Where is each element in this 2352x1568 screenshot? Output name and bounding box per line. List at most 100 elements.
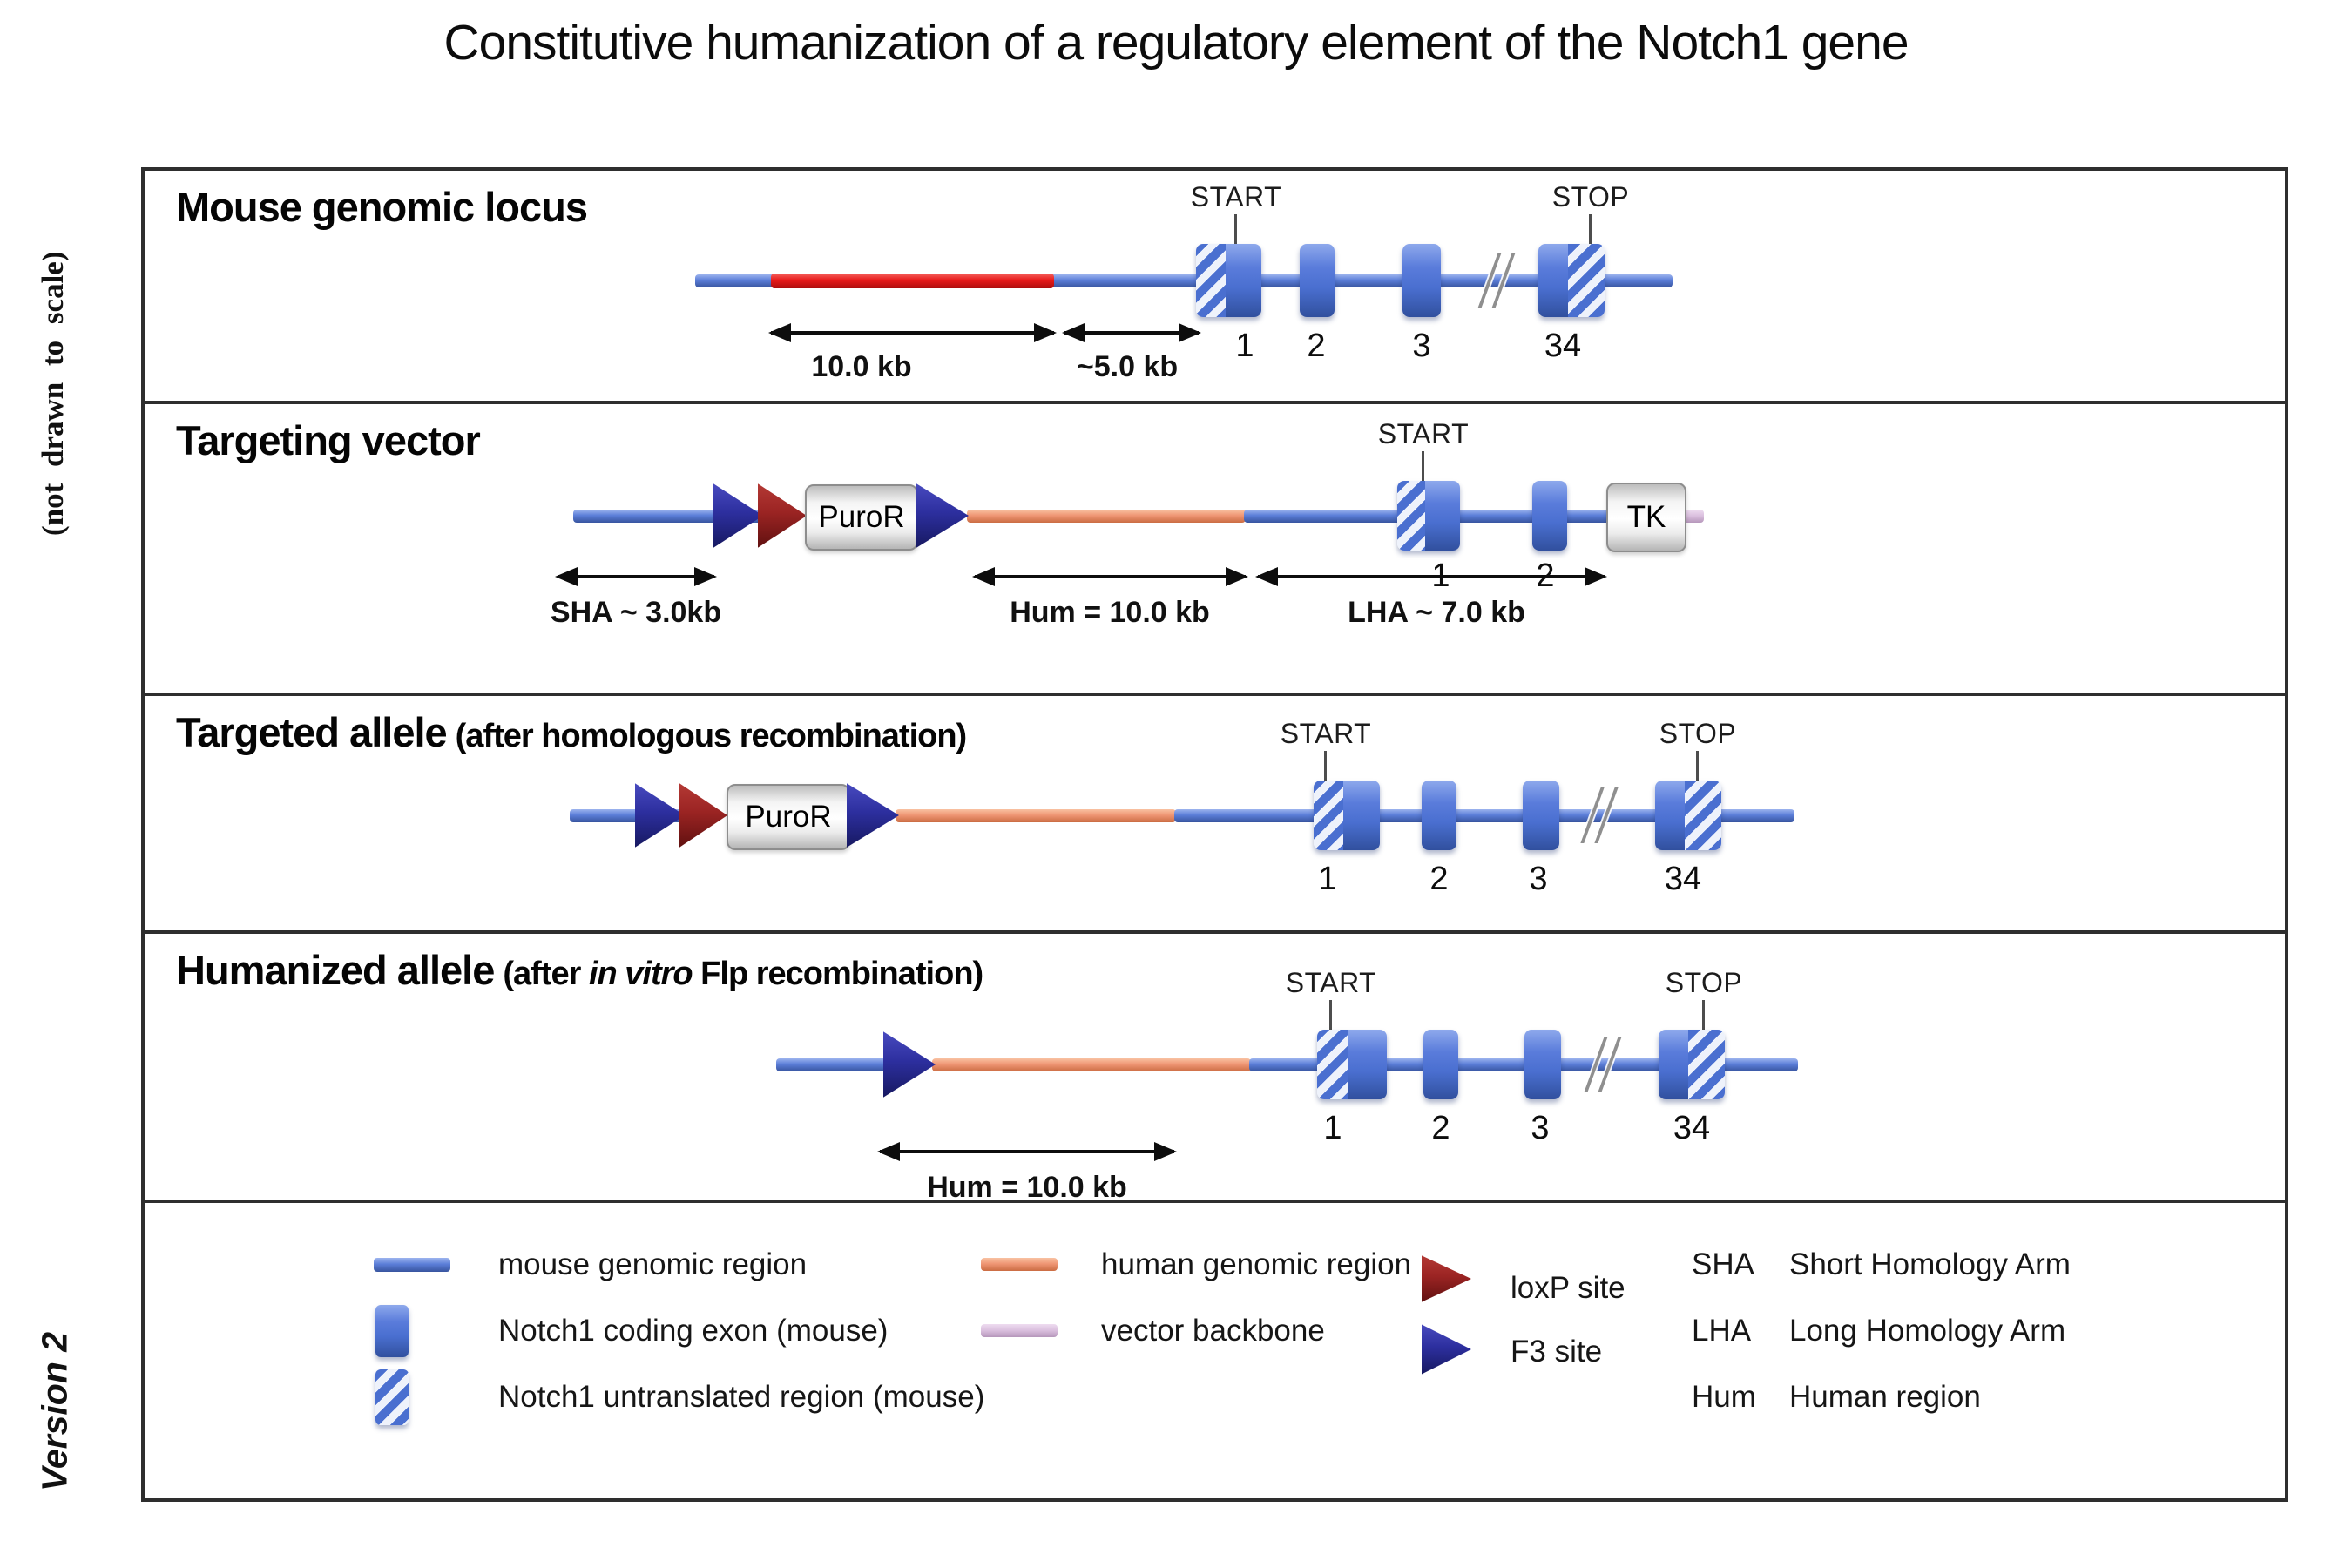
dimension-label-5kb: ~5.0 kb [1076,350,1179,383]
dimension-arrow-hum [975,575,1246,578]
exon-1-number: 1 [1318,861,1337,897]
red-target-region [771,274,1054,288]
legend-backbone-label: vector backbone [1101,1314,1325,1348]
stop-tick [1589,214,1592,247]
dimension-label-hum: Hum = 10.0 kb [1010,596,1210,629]
dimension-label-hum: Hum = 10.0 kb [927,1171,1127,1204]
start-label: START [1377,418,1470,449]
exon-34 [1659,1030,1725,1099]
utr-hatch-segment [1568,244,1605,317]
dimension-arrow-10kb [771,331,1054,335]
abbr-lha: LHA [1692,1314,1752,1348]
exon-2-number: 2 [1429,861,1449,897]
dimension-label-sha: SHA ~ 3.0kb [550,596,722,629]
utr-hatch-segment [1688,1030,1725,1099]
figure-frame: Mouse genomic locus START STOP 1 [141,167,2288,1502]
puror-cassette: PuroR [727,784,850,850]
mouse-region-swatch [374,1258,450,1272]
exon-34-number: 34 [1673,1110,1711,1146]
dimension-arrow-lha [1258,575,1605,578]
sequence-break-icon [1477,253,1516,308]
exon-1 [1196,244,1261,317]
exon-2 [1423,1030,1458,1099]
tk-label: TK [1626,500,1666,534]
figure-title: Constitutive humanization of a regulator… [443,15,1909,71]
stop-tick [1696,751,1699,784]
stop-label: STOP [1659,718,1737,749]
f3-site-triangle [1422,1322,1471,1376]
coding-exon-swatch [375,1305,409,1357]
dimension-arrow-5kb [1064,331,1199,335]
exon-2-number: 2 [1431,1110,1450,1146]
stop-tick [1702,1000,1705,1033]
exon-34 [1538,244,1605,317]
f3-site-triangle [635,781,685,850]
dimension-label-10kb: 10.0 kb [811,350,912,383]
exon-2 [1300,244,1335,317]
abbr-sha: SHA [1692,1247,1754,1281]
legend-loxp-label: loxP site [1511,1271,1625,1305]
start-tick [1234,214,1237,247]
abbr-sha-meaning: Short Homology Arm [1789,1247,2071,1281]
start-tick [1324,751,1327,784]
exon-3 [1524,1030,1561,1099]
version-label: Version 2 [34,1331,75,1491]
utr-hatch-segment [1314,781,1344,850]
exon-2 [1532,481,1567,551]
dimension-arrow-hum [880,1150,1174,1153]
exon-1-number: 1 [1235,328,1254,364]
stop-label: STOP [1665,967,1743,998]
start-label: START [1190,181,1282,213]
puror-label: PuroR [745,800,832,834]
panel-title-main: Targeted allele [176,709,448,755]
exon-1 [1314,781,1380,850]
panel-legend: mouse genomic region Notch1 coding exon … [145,1203,2285,1498]
vector-backbone-swatch [981,1324,1058,1337]
loxp-site-triangle [679,781,727,850]
stop-label: STOP [1551,181,1630,213]
vector-backbone-line [1683,510,1704,523]
exon-3-number: 3 [1529,861,1548,897]
start-label: START [1285,967,1377,998]
abbr-lha-meaning: Long Homology Arm [1789,1314,2066,1348]
loxp-site-triangle [1422,1254,1471,1304]
utr-hatch-segment [1317,1030,1348,1099]
exon-3 [1402,244,1441,317]
panel-title: Humanized allele(after in vitro Flp reco… [176,947,983,993]
legend-utr-label: Notch1 untranslated region (mouse) [498,1380,985,1414]
start-tick [1329,1000,1332,1033]
exon-3 [1523,781,1559,850]
utr-swatch [375,1369,409,1425]
puror-cassette: PuroR [805,484,918,551]
panel-title: Targeting vector [176,417,481,463]
puror-label: PuroR [818,500,905,534]
legend-f3-label: F3 site [1511,1335,1603,1369]
legend-human-region-label: human genomic region [1101,1247,1412,1281]
panel-title-main: Humanized allele [176,947,495,993]
exon-2 [1422,781,1456,850]
f3-site-triangle [713,481,763,551]
start-tick [1422,451,1424,484]
legend-mouse-region-label: mouse genomic region [498,1247,808,1281]
utr-hatch-segment [1397,481,1426,551]
exon-34-number: 34 [1544,328,1582,364]
panel-mouse-genomic-locus: Mouse genomic locus START STOP 1 [145,171,2285,404]
legend-coding-exon-label: Notch1 coding exon (mouse) [498,1314,889,1348]
exon-34-number: 34 [1664,861,1702,897]
start-label: START [1280,718,1372,749]
dimension-arrow-sha [558,575,714,578]
sequence-break-icon [1584,1037,1622,1092]
exon-3-number: 3 [1531,1110,1550,1146]
sequence-break-icon [1580,787,1619,843]
panel-targeting-vector: Targeting vector PuroR START TK [145,404,2285,696]
abbr-hum-meaning: Human region [1789,1380,1981,1414]
exon-34 [1655,781,1721,850]
loxp-site-triangle [758,481,807,551]
human-genomic-line [932,1058,1251,1071]
dimension-label-lha: LHA ~ 7.0 kb [1348,596,1525,629]
exon-2-number: 2 [1307,328,1326,364]
panel-humanized-allele: Humanized allele(after in vitro Flp reco… [145,934,2285,1204]
human-genomic-line [967,510,1246,523]
panel-targeted-allele: Targeted allele(after homologous recombi… [145,696,2285,934]
